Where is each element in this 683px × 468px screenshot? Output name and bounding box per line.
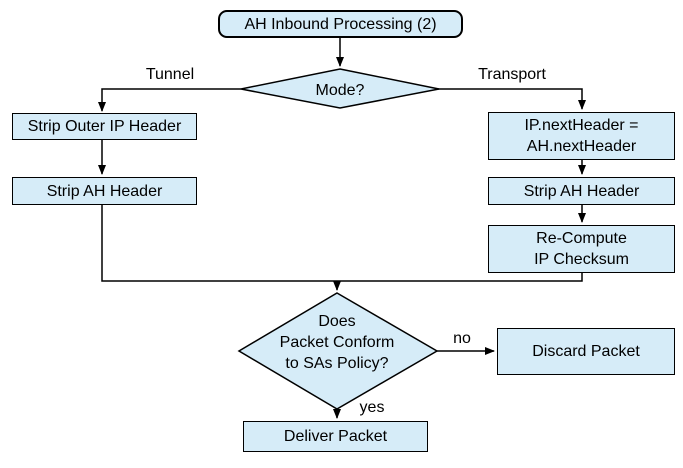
- node-label: Strip AH Header: [46, 182, 163, 200]
- node-label: Deliver Packet: [283, 428, 388, 445]
- node-label: AH Inbound Processing (2): [244, 15, 437, 33]
- edge-label-tunnel: Tunnel: [145, 66, 195, 83]
- node-label-line2: IP Checksum: [534, 251, 629, 268]
- edge-merge-rail: [101, 205, 583, 282]
- node-label: Strip AH Header: [523, 182, 640, 200]
- decision-text-line3: to SAs Policy?: [285, 355, 389, 372]
- mode-decision-label: Mode?: [290, 80, 390, 101]
- edge-label-transport: Transport: [478, 66, 546, 83]
- edge-mode-tunnel: [98, 88, 241, 112]
- node-label-line1: Re-Compute: [536, 230, 627, 247]
- node-strip-ah-header-right: Strip AH Header: [488, 177, 675, 205]
- edge-label-no: no: [453, 330, 471, 347]
- node-label-line2: AH.nextHeader: [526, 138, 637, 155]
- node-strip-ah-header-left: Strip AH Header: [12, 177, 197, 205]
- node-discard-packet: Discard Packet: [497, 328, 675, 375]
- node-label: Discard Packet: [532, 343, 640, 360]
- node-recompute-ip-checksum: Re-Compute IP Checksum: [488, 225, 675, 273]
- node-deliver-packet: Deliver Packet: [243, 421, 428, 452]
- edge-label-yes: yes: [359, 399, 385, 416]
- decision-text-line1: Does: [318, 313, 356, 330]
- node-ah-inbound-processing: AH Inbound Processing (2): [218, 10, 463, 38]
- policy-decision-shape: [237, 292, 439, 410]
- edge-mode-transport: [438, 88, 586, 110]
- mode-decision-shape: [240, 68, 440, 109]
- node-label-line1: IP.nextHeader =: [524, 117, 639, 134]
- node-label: Strip Outer IP Header: [27, 118, 182, 135]
- decision-text-line2: Packet Conform: [279, 334, 395, 351]
- policy-decision-label: Does Packet Conform to SAs Policy?: [237, 311, 437, 374]
- node-strip-outer-ip-header: Strip Outer IP Header: [12, 113, 197, 140]
- decision-text: Mode?: [315, 82, 365, 99]
- node-ip-nextheader: IP.nextHeader = AH.nextHeader: [488, 112, 675, 160]
